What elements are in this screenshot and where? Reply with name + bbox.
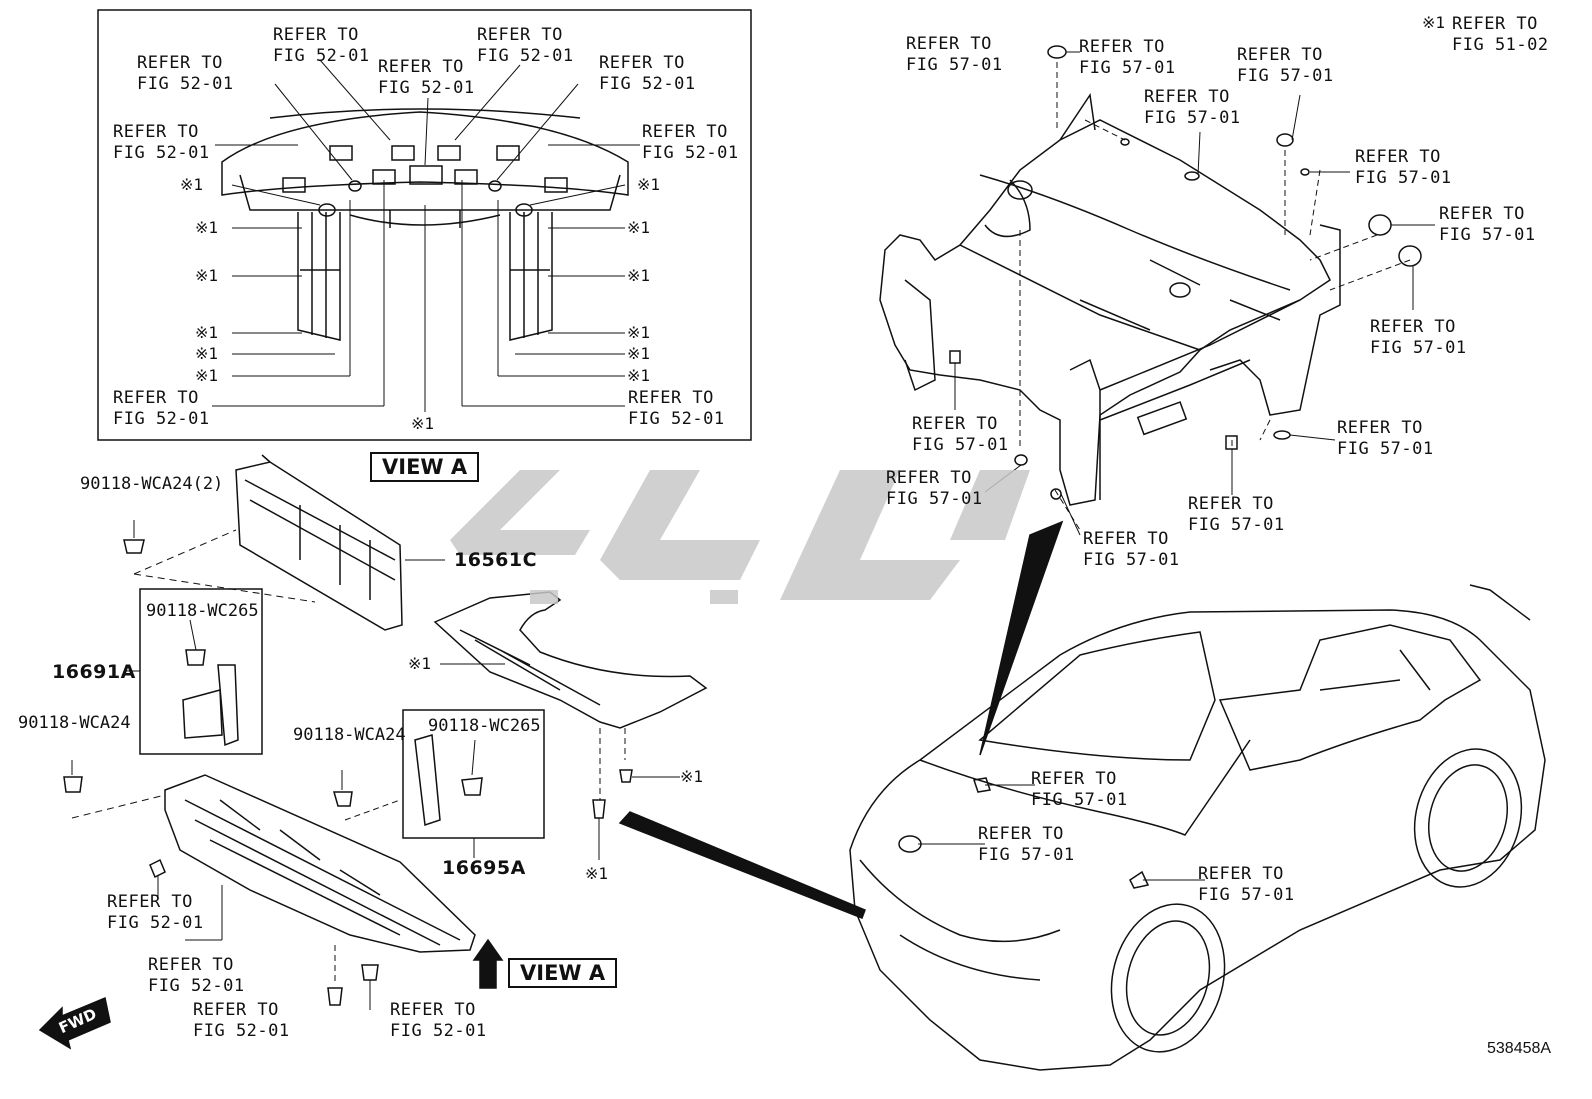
note-mark: ※1 [195,266,219,285]
part-number: 90118-WC265 [146,601,259,621]
callout-va-top4: REFER TO FIG 52-01 [477,25,574,66]
callout-va-botright: REFER TO FIG 52-01 [628,388,725,429]
callout-va-top2: REFER TO FIG 52-01 [273,25,370,66]
note-mark: ※1 [195,366,219,385]
note-reference: REFER TO FIG 51-02 [1452,14,1549,55]
note-mark: ※1 [627,366,651,385]
note-mark: ※1 [195,344,219,363]
pointer-wedge-1 [979,520,1064,756]
radiator-support-cover [235,454,403,631]
callout-lower-d: REFER TO FIG 52-01 [390,1000,487,1041]
part-number: 90118-WCA24(2) [80,474,224,494]
engine-under-cover [433,591,708,729]
front-lower-cover [164,774,476,953]
note-mark: ※1 [411,414,435,433]
callout-va-botleft: REFER TO FIG 52-01 [113,388,210,429]
view-a-detail-frame [97,9,752,441]
dashed-guide-1 [133,529,316,603]
note-mark: ※1 [627,323,651,342]
callout-front-i: REFER TO FIG 57-01 [1337,418,1434,459]
note-mark: ※1 [195,218,219,237]
callout-front-f: REFER TO FIG 57-01 [1439,204,1536,245]
view-a-arrow-label: VIEW A [508,958,618,988]
callout-front-d: REFER TO FIG 57-01 [1237,45,1334,86]
callout-front-b: REFER TO FIG 57-01 [1079,37,1176,78]
part-number: 90118-WC265 [428,716,541,736]
callout-car-c: REFER TO FIG 57-01 [1198,864,1295,905]
car-outline [849,584,1546,1071]
callout-front-a: REFER TO FIG 57-01 [906,34,1003,75]
note-mark: ※1 [627,218,651,237]
fwd-arrow [38,996,111,1050]
callout-lower-b: REFER TO FIG 52-01 [148,955,245,996]
front-body-structure [879,92,1341,506]
callout-front-j: REFER TO FIG 57-01 [886,468,983,509]
watermark [450,470,1030,604]
note-mark: ※1 [585,864,609,883]
note-mark: ※1 [1422,13,1446,32]
view-a-leaders [212,59,640,412]
callout-front-h: REFER TO FIG 57-01 [912,414,1009,455]
note-mark: ※1 [195,323,219,342]
callout-front-l: REFER TO FIG 57-01 [1083,529,1180,570]
callout-va-top1: REFER TO FIG 52-01 [137,53,234,94]
callout-lower-c: REFER TO FIG 52-01 [193,1000,290,1041]
callout-lower-a: REFER TO FIG 52-01 [107,892,204,933]
part-number: 90118-WCA24 [18,713,131,733]
callout-front-k: REFER TO FIG 57-01 [1188,494,1285,535]
callout-car-a: REFER TO FIG 57-01 [1031,769,1128,810]
part-number: 16561C [454,549,538,571]
note-mark: ※1 [627,344,651,363]
note-mark: ※1 [408,654,432,673]
part-number: 90118-WCA24 [293,725,406,745]
callout-va-left: REFER TO FIG 52-01 [113,122,210,163]
note-mark: ※1 [680,767,704,786]
callout-va-top3: REFER TO FIG 52-01 [378,57,475,98]
dashed-guide-2 [71,794,166,819]
callout-va-right: REFER TO FIG 52-01 [642,122,739,163]
note-mark: ※1 [627,266,651,285]
car-callout-leaders [918,784,1205,881]
callout-front-e: REFER TO FIG 57-01 [1355,147,1452,188]
callout-va-top5: REFER TO FIG 52-01 [599,53,696,94]
callout-car-b: REFER TO FIG 57-01 [978,824,1075,865]
pointer-wedge-2 [618,811,866,919]
callout-front-c: REFER TO FIG 57-01 [1144,87,1241,128]
view-a-panel [221,108,629,341]
note-mark: ※1 [637,175,661,194]
front-structure-leaders [1019,62,1411,531]
part-number: 16691A [52,661,136,683]
diagram-code: 538458A [1487,1040,1552,1057]
note-mark: ※1 [180,175,204,194]
view-a-title: VIEW A [370,452,480,482]
callout-front-g: REFER TO FIG 57-01 [1370,317,1467,358]
part-number: 16695A [442,857,526,879]
